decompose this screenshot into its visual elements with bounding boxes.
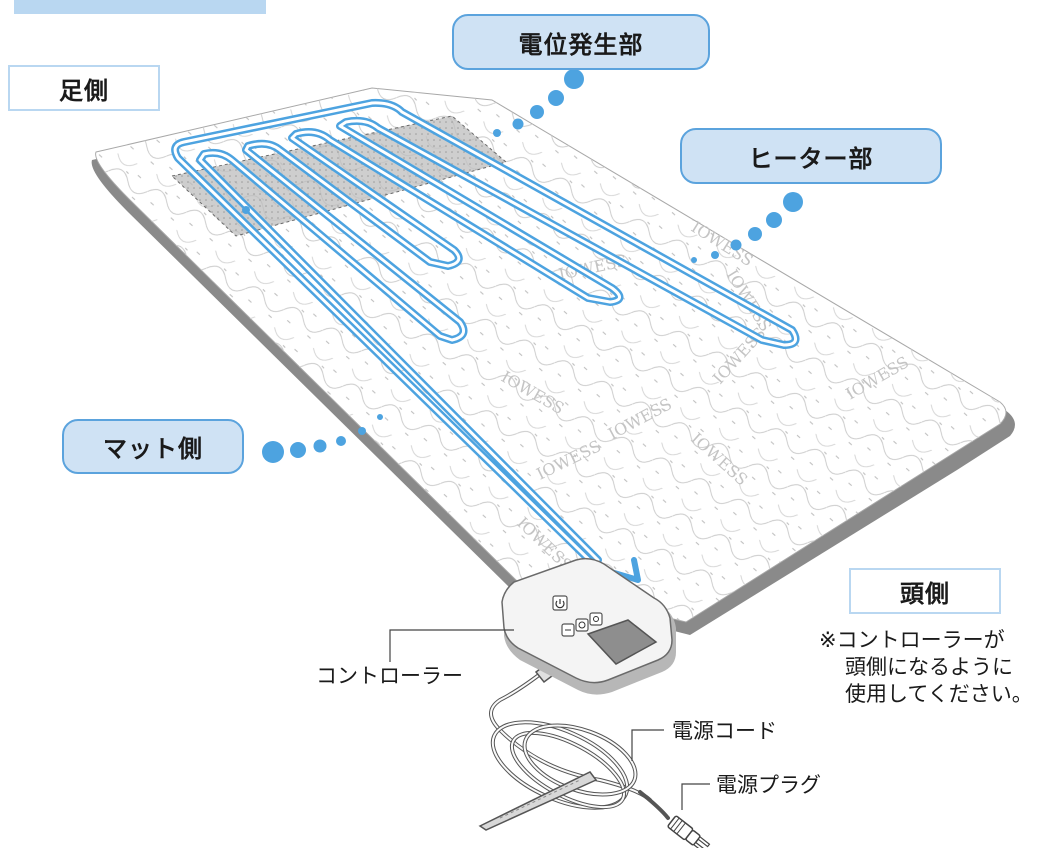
- mode-icon[interactable]: [561, 623, 575, 637]
- controller-screen: [586, 619, 658, 665]
- power-cord: [489, 666, 670, 820]
- label-potential-generator: 電位発生部: [452, 14, 710, 70]
- leader-lines: [389, 629, 710, 810]
- dots-potential-generator: [493, 69, 584, 137]
- dots-heater: [691, 192, 803, 263]
- leader-power-plug: [681, 783, 710, 810]
- power-icon[interactable]: [552, 595, 568, 611]
- usage-note: ※コントローラーが 頭側になるように 使用してください。: [819, 627, 1033, 708]
- power-plug: [667, 815, 711, 848]
- leader-power-cord: [631, 729, 664, 761]
- usage-note-line-2: 頭側になるように: [845, 655, 1013, 679]
- temp-icon[interactable]: [589, 612, 603, 626]
- callout-dot-trails: [262, 69, 803, 463]
- label-foot-side: 足側: [8, 65, 160, 111]
- cord-tie: [478, 771, 598, 831]
- label-controller: コントローラー: [316, 664, 463, 688]
- header-tab-decoration: [14, 0, 266, 14]
- label-mat-side: マット側: [62, 419, 244, 474]
- label-power-cord: 電源コード: [672, 719, 777, 743]
- dots-mat-side: [262, 414, 383, 463]
- potential-generator-area: [170, 115, 508, 237]
- leader-controller: [389, 629, 514, 662]
- usage-note-line-1: ※コントローラーが: [819, 628, 1005, 652]
- timer-icon[interactable]: [575, 618, 589, 632]
- usage-note-line-3: 使用してください。: [845, 682, 1033, 706]
- controller-unit: [501, 557, 676, 695]
- label-head-side: 頭側: [849, 568, 1001, 614]
- label-heater: ヒーター部: [680, 128, 942, 184]
- label-power-plug: 電源プラグ: [716, 773, 821, 797]
